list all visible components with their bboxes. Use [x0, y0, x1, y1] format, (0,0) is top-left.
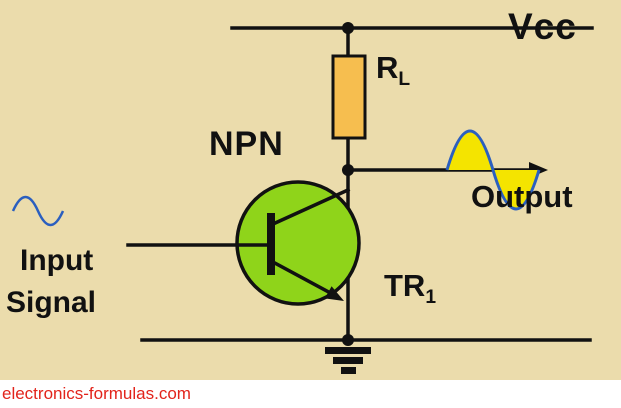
watermark-text: electronics-formulas.com [2, 384, 191, 403]
resistor-body [331, 54, 367, 140]
transistor-label: TR1 [384, 270, 436, 307]
emitter-lead [270, 259, 339, 299]
transistor-body [235, 180, 361, 306]
junction-dot-top [342, 22, 354, 34]
resistor-label: RL [376, 52, 410, 89]
output-label: Output [471, 179, 573, 214]
npn-label: NPN [209, 125, 284, 163]
input-sine-icon [11, 195, 65, 227]
ground-icon [325, 347, 371, 374]
input-label-line2: Signal [6, 286, 97, 319]
junction-dot-collector [342, 164, 354, 176]
watermark-bar: electronics-formulas.com [0, 380, 621, 408]
input-label-line1: Input [20, 244, 94, 277]
base-bar [267, 213, 275, 275]
emitter-arrow-icon [324, 286, 344, 301]
vcc-label: Vcc [508, 6, 577, 47]
resistor-label-sub: L [398, 69, 411, 91]
junction-dot-ground [342, 334, 354, 346]
output-sine-icon [445, 129, 541, 211]
transistor-label-main: TR [384, 268, 426, 303]
collector-lead [270, 187, 351, 227]
transistor-label-sub: 1 [425, 287, 437, 309]
resistor-label-main: R [376, 50, 399, 85]
